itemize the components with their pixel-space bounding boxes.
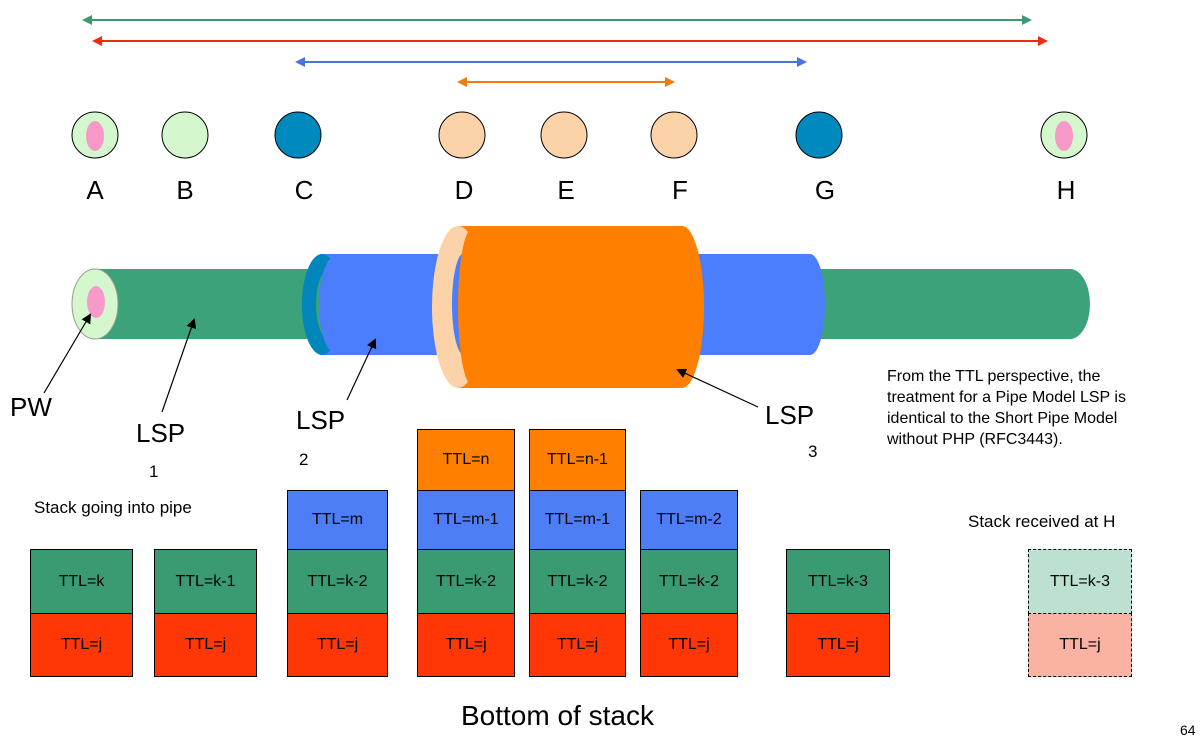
ttl-cell: TTL=j xyxy=(287,613,388,677)
node-label-c: C xyxy=(294,175,314,205)
ttl-cell: TTL=k-3 xyxy=(786,549,890,614)
ttl-cell: TTL=m-2 xyxy=(640,490,738,550)
lsp1-pointer-arrow xyxy=(161,318,197,413)
node-label-d: D xyxy=(454,175,474,205)
ttl-cell: TTL=m-1 xyxy=(529,490,626,550)
ttl-cell: TTL=k-2 xyxy=(417,549,515,614)
ttl-cell: TTL=m-1 xyxy=(417,490,515,550)
ttl-cell: TTL=k-2 xyxy=(287,549,388,614)
pw-core-icon xyxy=(87,286,105,318)
lsp2-pointer-arrow xyxy=(346,338,377,401)
node-label-h: H xyxy=(1056,175,1076,205)
pw-core-icon xyxy=(1055,121,1073,151)
ttl-perspective-note: From the TTL perspective, the treatment … xyxy=(887,368,1126,448)
lsp2-label: LSP xyxy=(296,405,346,435)
node-h xyxy=(1040,111,1088,159)
ttl-cell: TTL=n xyxy=(417,429,515,491)
page-number: 64 xyxy=(1180,722,1196,738)
node-g xyxy=(795,111,843,159)
node-c xyxy=(274,111,322,159)
lsp3-subscript: 3 xyxy=(808,442,818,461)
ttl-cell: TTL=j xyxy=(786,613,890,677)
bottom-of-stack-label: Bottom of stack xyxy=(461,700,654,731)
ttl-cell: TTL=k-2 xyxy=(529,549,626,614)
node-d xyxy=(438,111,486,159)
node-f xyxy=(650,111,698,159)
ttl-cell: TTL=j xyxy=(30,613,133,677)
ttl-cell: TTL=k-1 xyxy=(154,549,257,614)
lsp1-subscript: 1 xyxy=(149,462,159,481)
stack-received-caption: Stack received at H xyxy=(968,512,1116,531)
pw-label: PW xyxy=(10,392,52,422)
lsp3-pipe xyxy=(432,226,704,388)
lsp1-label: LSP xyxy=(136,418,186,448)
ttl-cell: TTL=j xyxy=(154,613,257,677)
ttl-cell: TTL=j xyxy=(529,613,626,677)
pw-cable-end xyxy=(71,268,119,340)
ttl-cell: TTL=k xyxy=(30,549,133,614)
ttl-cell: TTL=j xyxy=(1028,613,1132,677)
node-e xyxy=(540,111,588,159)
ttl-cell: TTL=j xyxy=(640,613,738,677)
node-b xyxy=(161,111,209,159)
lsp3-label: LSP xyxy=(765,400,815,430)
node-label-e: E xyxy=(557,175,575,205)
pw-core-icon xyxy=(86,121,104,151)
pw-pointer-arrow xyxy=(43,313,92,394)
ttl-cell: TTL=k-3 xyxy=(1028,549,1132,614)
lsp2-subscript: 2 xyxy=(299,450,309,469)
lsp3-pointer-arrow xyxy=(676,368,759,408)
node-a xyxy=(71,111,119,159)
node-label-a: A xyxy=(86,175,104,205)
ttl-cell: TTL=j xyxy=(417,613,515,677)
ttl-cell: TTL=m xyxy=(287,490,388,550)
node-label-f: F xyxy=(672,175,688,205)
stack-going-caption: Stack going into pipe xyxy=(34,498,192,517)
node-label-b: B xyxy=(176,175,194,205)
ttl-cell: TTL=n-1 xyxy=(529,429,626,491)
node-label-g: G xyxy=(814,175,836,205)
ttl-cell: TTL=k-2 xyxy=(640,549,738,614)
